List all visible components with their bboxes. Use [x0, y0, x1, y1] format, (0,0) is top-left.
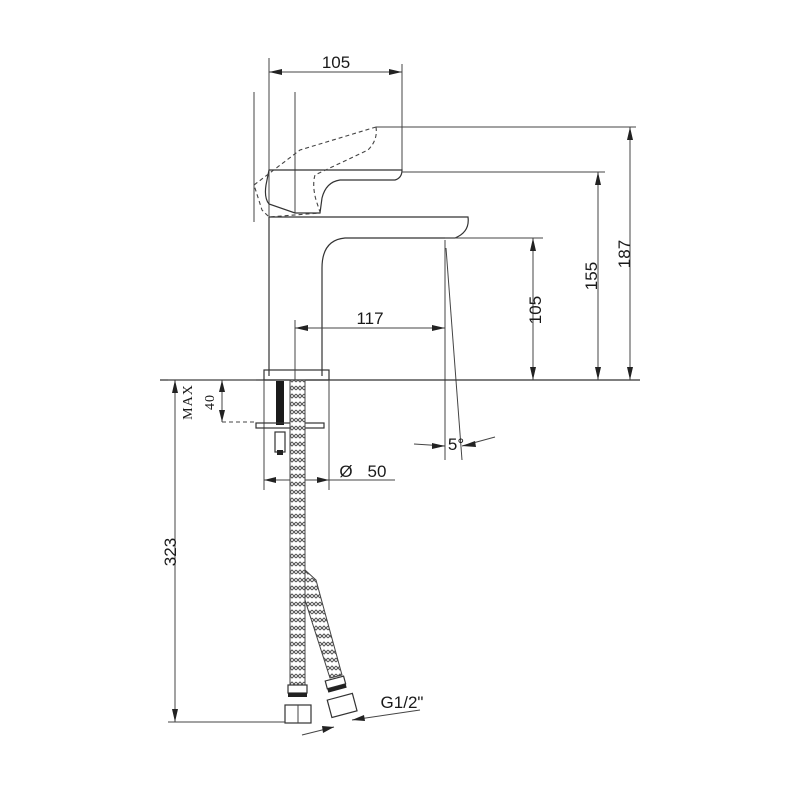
overall-height-label: 187	[615, 240, 634, 268]
angled-hose	[304, 568, 343, 679]
dimension-body-height: 155	[402, 171, 605, 380]
dimension-aerator-angle: 5°	[413, 435, 496, 454]
body-height-label: 155	[582, 262, 601, 290]
hose-thread-label: G1/2"	[381, 693, 424, 712]
dimension-hose-thread: G1/2"	[301, 693, 424, 736]
hose-length-label: 323	[161, 538, 180, 566]
dimension-hose-length: 323	[161, 379, 285, 723]
faucet-handle	[253, 126, 636, 218]
max-value-label: 40	[203, 394, 218, 410]
faucet-body	[268, 216, 543, 461]
faucet-base	[160, 369, 640, 490]
aerator-angle-label: 5°	[448, 435, 464, 454]
base-diameter-label: 50	[368, 462, 387, 481]
straight-hose	[289, 379, 306, 686]
dimension-spout-reach: 117	[294, 309, 445, 380]
fixing-nut	[274, 431, 286, 453]
dimension-overall-height: 187	[615, 127, 634, 380]
spout-height-label: 105	[526, 296, 545, 324]
max-label: MAX	[181, 384, 196, 420]
threaded-rod	[276, 381, 284, 425]
dimension-max-deck-thickness: MAX 40	[181, 380, 256, 423]
dimension-handle-width: 105	[268, 53, 403, 218]
handle-width-label: 105	[322, 53, 350, 72]
spout-reach-label: 117	[356, 309, 383, 328]
dimension-base-diameter: Ø 50	[264, 462, 395, 483]
hose-nut-right	[326, 692, 358, 719]
supply-hoses	[284, 379, 358, 724]
dimension-spout-height: 105	[526, 238, 545, 380]
diameter-symbol: Ø	[339, 462, 352, 481]
